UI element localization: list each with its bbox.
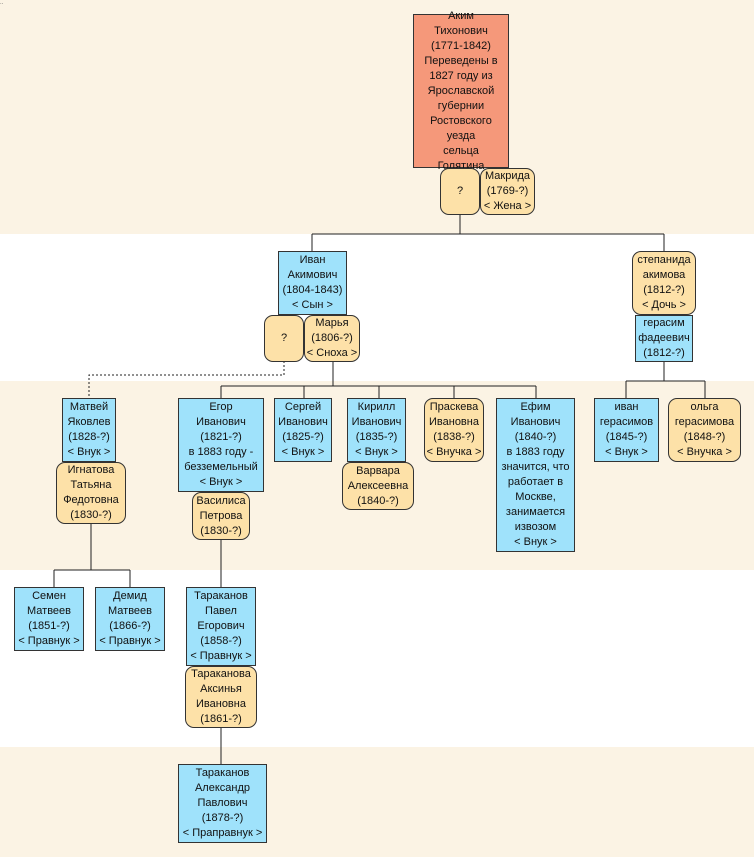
person-olga-gerasimova[interactable]: ольга герасимова (1848-?) < Внучка > xyxy=(668,398,741,462)
person-ivan-akimovich[interactable]: Иван Акимович (1804-1843) < Сын > xyxy=(278,251,347,315)
connector xyxy=(88,361,285,398)
corner-mark: .. xyxy=(0,0,4,6)
person-aleksandr-tarakanov[interactable]: Тараканов Александр Павлович (1878-?) < … xyxy=(178,764,267,843)
person-egor-ivanovich[interactable]: Егор Иванович (1821-?) в 1883 году - без… xyxy=(178,398,264,492)
person-vasilisa-petrova[interactable]: Василиса Петрова (1830-?) xyxy=(192,492,250,540)
person-kirill-ivanovich[interactable]: Кирилл Иванович (1835-?) < Внук > xyxy=(347,398,406,462)
generation-band-5 xyxy=(0,747,754,857)
person-unknown-spouse-ivan[interactable]: ? xyxy=(264,315,304,362)
person-aksinya-tarakanova[interactable]: Тараканова Аксинья Ивановна (1861-?) xyxy=(185,666,257,728)
person-matvey-yakovlev[interactable]: Матвей Яковлев (1828-?) < Внук > xyxy=(62,398,116,462)
person-sergey-ivanovich[interactable]: Сергей Иванович (1825-?) < Внук > xyxy=(274,398,332,462)
person-akim-tikhonovich[interactable]: Аким Тихонович (1771-1842) Переведены в … xyxy=(413,10,509,172)
person-gerasim-fadeevich[interactable]: герасим фадеевич (1812-?) xyxy=(635,315,693,362)
person-stepanida-akimova[interactable]: степанида акимова (1812-?) < Дочь > xyxy=(632,251,696,315)
person-makrida[interactable]: Макрида (1769-?) < Жена > xyxy=(480,168,535,215)
person-semen-matveev[interactable]: Семен Матвеев (1851-?) < Правнук > xyxy=(14,587,84,651)
person-varvara-alekseevna[interactable]: Варвара Алексеевна (1840-?) xyxy=(342,462,414,510)
person-ivan-gerasimov[interactable]: иван герасимов (1845-?) < Внук > xyxy=(594,398,659,462)
person-pavel-tarakanov[interactable]: Тараканов Павел Егорович (1858-?) < Прав… xyxy=(186,587,256,666)
generation-band-2 xyxy=(0,234,754,381)
person-unknown-spouse-akim[interactable]: ? xyxy=(440,168,480,215)
person-marya[interactable]: Марья (1806-?) < Сноха > xyxy=(304,315,360,362)
generation-band-1 xyxy=(0,0,754,234)
person-demid-matveev[interactable]: Демид Матвеев (1866-?) < Правнук > xyxy=(95,587,165,651)
person-praskeva-ivanovna[interactable]: Праскева Ивановна (1838-?) < Внучка > xyxy=(424,398,484,462)
person-ignatova-tatyana[interactable]: Игнатова Татьяна Федотовна (1830-?) xyxy=(56,462,126,524)
person-efim-ivanovich[interactable]: Ефим Иванович (1840-?) в 1883 году значи… xyxy=(496,398,575,552)
